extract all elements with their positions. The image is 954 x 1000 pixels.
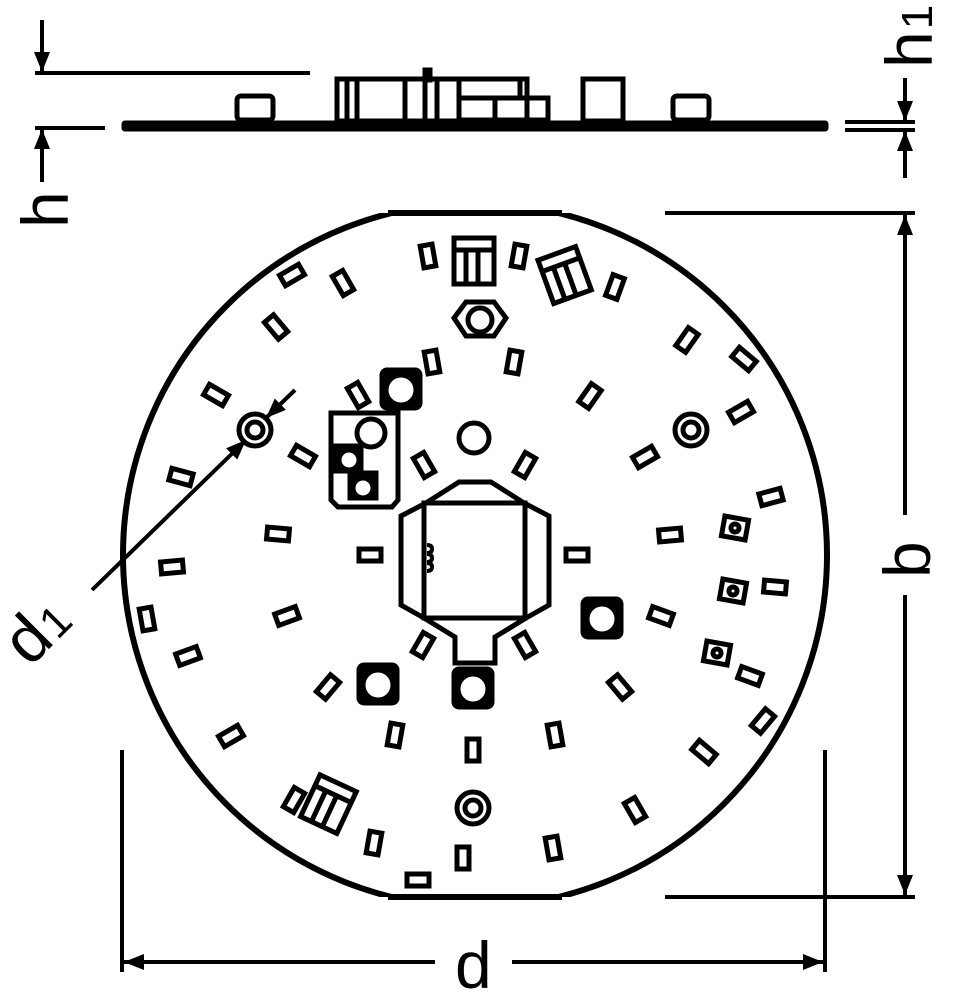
smd-component <box>409 449 439 481</box>
connector-part <box>562 262 579 297</box>
mounting-hole-icon <box>680 419 702 441</box>
smd-component <box>343 379 373 411</box>
central-driver-module <box>398 479 552 666</box>
dimension-h <box>34 20 310 182</box>
smd-component <box>604 671 636 703</box>
smd-component <box>384 720 406 750</box>
smd-component <box>271 603 303 629</box>
sensor-dot <box>726 584 740 598</box>
smd-component <box>328 267 358 299</box>
side-led-left <box>234 93 276 123</box>
led-lens <box>455 671 491 707</box>
smd-component <box>747 705 779 737</box>
label-h: h <box>8 191 82 228</box>
smd-component <box>200 380 232 410</box>
smd-component <box>688 736 720 768</box>
smd-component <box>276 260 308 290</box>
smd-component <box>464 736 482 764</box>
smd-component <box>755 485 787 509</box>
smd-component <box>655 525 685 545</box>
smd-component <box>356 546 384 564</box>
dimension-b <box>665 211 915 899</box>
smd-component <box>629 442 661 472</box>
connector-part <box>541 255 581 274</box>
smd-component <box>404 871 432 889</box>
smd-component <box>508 241 530 271</box>
smd-component <box>157 557 187 577</box>
side-component-tall <box>580 76 626 124</box>
label-d1: d1 <box>0 581 85 678</box>
smd-component <box>575 380 605 412</box>
mounting-hole-icon <box>244 419 266 441</box>
smd-component <box>672 324 702 356</box>
smd-component <box>279 784 309 816</box>
connector-part <box>309 789 329 823</box>
smd-component <box>728 343 760 375</box>
label-d: d <box>455 928 492 1000</box>
smd-component <box>734 663 766 689</box>
smd-component <box>645 603 677 629</box>
smd-component <box>363 828 385 858</box>
smd-component <box>136 604 158 634</box>
led-lens <box>465 305 495 335</box>
smd-component <box>620 794 650 826</box>
mounting-hole-icon <box>672 411 710 449</box>
smd-component <box>510 629 540 661</box>
smd-component <box>510 449 540 481</box>
connector-icon <box>451 235 497 287</box>
dimension-d <box>120 750 827 972</box>
led-lens <box>584 601 620 637</box>
connector-part <box>451 235 497 287</box>
sensor-pad <box>700 638 734 668</box>
connector-part <box>320 794 339 828</box>
smd-component <box>417 241 439 271</box>
sensor-pad <box>718 513 752 543</box>
side-view <box>121 67 829 132</box>
mounting-hole-icon <box>462 797 484 819</box>
dimension-d1 <box>90 388 297 592</box>
connector-block <box>328 410 401 510</box>
led-lens <box>360 667 396 703</box>
sensor-dot <box>728 521 742 535</box>
connector-part <box>551 266 568 301</box>
smd-component <box>421 347 443 377</box>
smd-component <box>165 465 197 489</box>
label-b: b <box>870 541 944 578</box>
led-housing <box>450 299 510 339</box>
sensor-dot <box>710 646 724 660</box>
smd-component <box>408 629 438 661</box>
smd-component <box>563 546 591 564</box>
dimension-h1 <box>845 78 915 178</box>
smd-component <box>287 441 319 471</box>
smd-component <box>312 671 344 703</box>
connector-part <box>313 783 353 805</box>
led-lens <box>383 372 419 408</box>
board-top-view <box>120 210 830 900</box>
smd-component <box>260 311 292 343</box>
smd-component <box>544 720 566 750</box>
board-outline <box>120 213 830 897</box>
smd-component <box>263 524 293 544</box>
connector-part <box>297 771 360 837</box>
smd-component <box>760 577 790 597</box>
smd-component <box>542 833 564 863</box>
connector-icon <box>297 771 360 837</box>
led-lens <box>456 420 492 456</box>
connector-part <box>534 243 595 307</box>
mounting-hole-icon <box>236 411 274 449</box>
connector-icon <box>534 243 595 307</box>
label-h1: h1 <box>872 5 946 68</box>
smd-component <box>172 643 204 669</box>
side-led-right <box>670 93 712 123</box>
smd-component <box>602 271 628 303</box>
smd-component <box>215 721 247 751</box>
smd-component <box>503 347 525 377</box>
smd-component <box>725 397 757 427</box>
sensor-pad <box>716 576 750 606</box>
smd-component <box>454 844 472 872</box>
mounting-hole-icon <box>454 789 492 827</box>
